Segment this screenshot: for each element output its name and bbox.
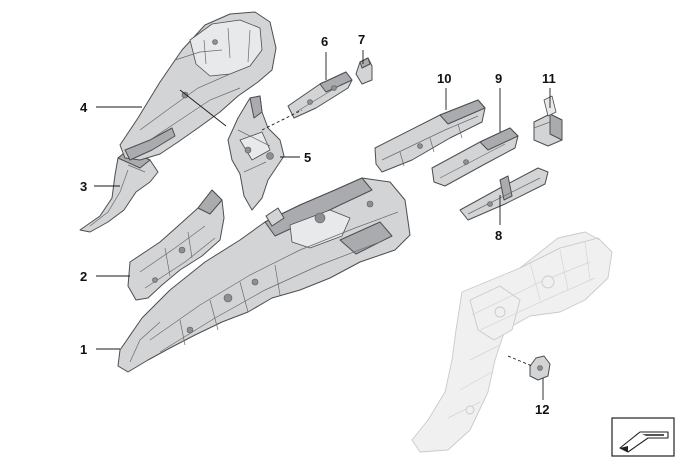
part-11-bracket-block [533,95,563,147]
callout-5: 5 [304,150,311,165]
callout-10: 10 [437,71,451,86]
callout-9: 9 [495,71,502,86]
callout-11: 11 [542,71,556,86]
callout-2: 2 [80,269,87,284]
callout-7: 7 [358,32,365,47]
callout-6: 6 [321,34,328,49]
ghost-assembly [411,231,613,453]
part-9-cross-member [431,127,519,187]
part-5-mount-bracket [227,95,285,211]
callout-8: 8 [495,228,502,243]
part-12-fastener-bracket [529,355,551,381]
callout-12: 12 [535,402,549,417]
callout-3: 3 [80,179,87,194]
part-2-bracket-panel [127,189,225,301]
callout-4: 4 [80,100,88,115]
leader-5-dash [261,109,303,131]
vehicle-view-icon [611,417,675,457]
part-3-lower-extension [79,149,159,233]
callout-labels: 1 2 3 4 5 6 7 8 9 10 11 12 [80,32,556,417]
part-1-rear-side-member [117,177,411,373]
part-10-reinforcement [374,99,486,173]
part-6-small-rail [287,71,353,119]
callout-1: 1 [80,342,87,357]
leader-lines [94,50,551,400]
leader-12-dash [507,355,533,367]
part-7-clip [355,57,373,85]
part-4-wheel-arch [119,11,277,161]
part-8-lower-rail [459,167,549,221]
leader-4b [179,89,227,127]
